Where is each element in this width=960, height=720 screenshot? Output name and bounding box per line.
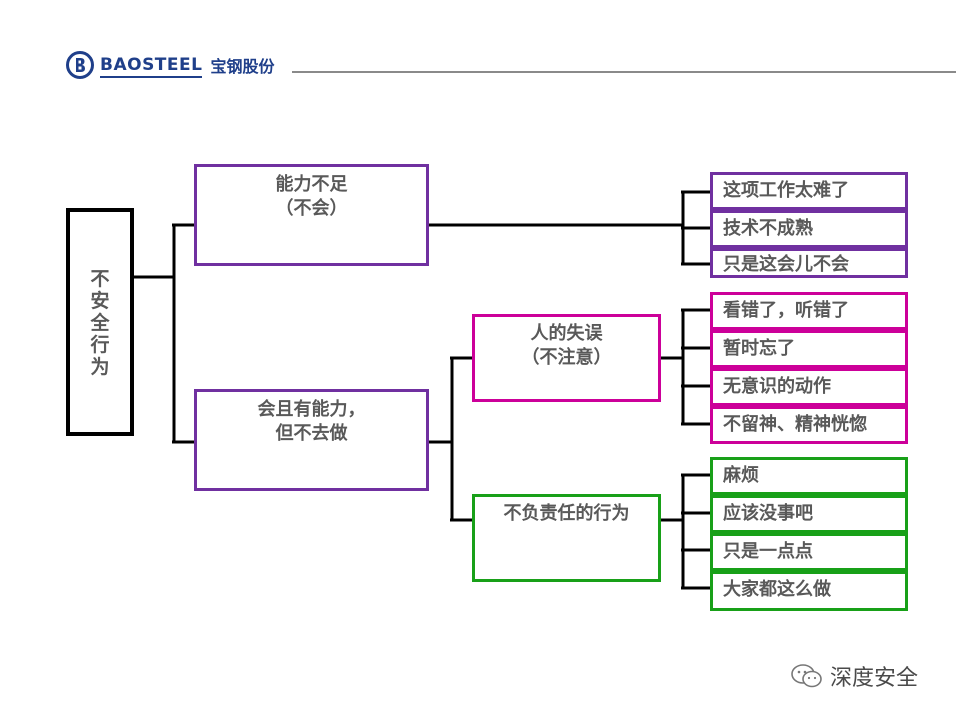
watermark: 深度安全 [790,660,918,692]
node-human-error: 人的失误 （不注意） [472,314,661,402]
node-human-error-line1: 人的失误 [530,323,603,344]
leaf-ability-2: 技术不成熟 [710,210,908,248]
node-lack-of-ability-line2: （不会） [275,198,348,219]
watermark-text: 深度安全 [830,666,919,691]
node-able-but-not-doing-line2: 但不去做 [275,423,348,444]
node-able-but-not-doing: 会且有能力， 但不去做 [194,389,429,491]
leaf-ability-3: 只是这会儿不会 [710,248,908,278]
leaf-irresponsible-3: 只是一点点 [710,533,908,571]
wechat-icon [791,664,822,688]
leaf-irresponsible-4: 大家都这么做 [710,571,908,611]
leaf-irresponsible-2: 应该没事吧 [710,495,908,533]
header-divider [292,71,956,73]
node-able-but-not-doing-line1: 会且有能力， [257,399,366,420]
leaf-mistake-4: 不留神、精神恍惚 [710,406,908,444]
brand-name-cn: 宝钢股份 [210,57,275,76]
node-human-error-line2: （不注意） [521,347,612,368]
root-label: 不 安 全 行 为 [90,268,110,378]
node-irresponsible-behavior: 不负责任的行为 [472,494,661,582]
baosteel-logo: BAOSTEEL 宝钢股份 [66,50,274,80]
node-irresponsible-behavior-line1: 不负责任的行为 [503,503,630,524]
leaf-mistake-1: 看错了，听错了 [710,292,908,330]
leaf-ability-1: 这项工作太难了 [710,172,908,210]
leaf-mistake-3: 无意识的动作 [710,368,908,406]
node-lack-of-ability-line1: 能力不足 [275,174,348,195]
leaf-mistake-2: 暂时忘了 [710,330,908,368]
node-lack-of-ability: 能力不足 （不会） [194,164,429,266]
root-node: 不 安 全 行 为 [66,208,134,436]
brand-name-en: BAOSTEEL [100,55,203,78]
baosteel-emblem-icon [66,51,94,79]
leaf-irresponsible-1: 麻烦 [710,457,908,495]
